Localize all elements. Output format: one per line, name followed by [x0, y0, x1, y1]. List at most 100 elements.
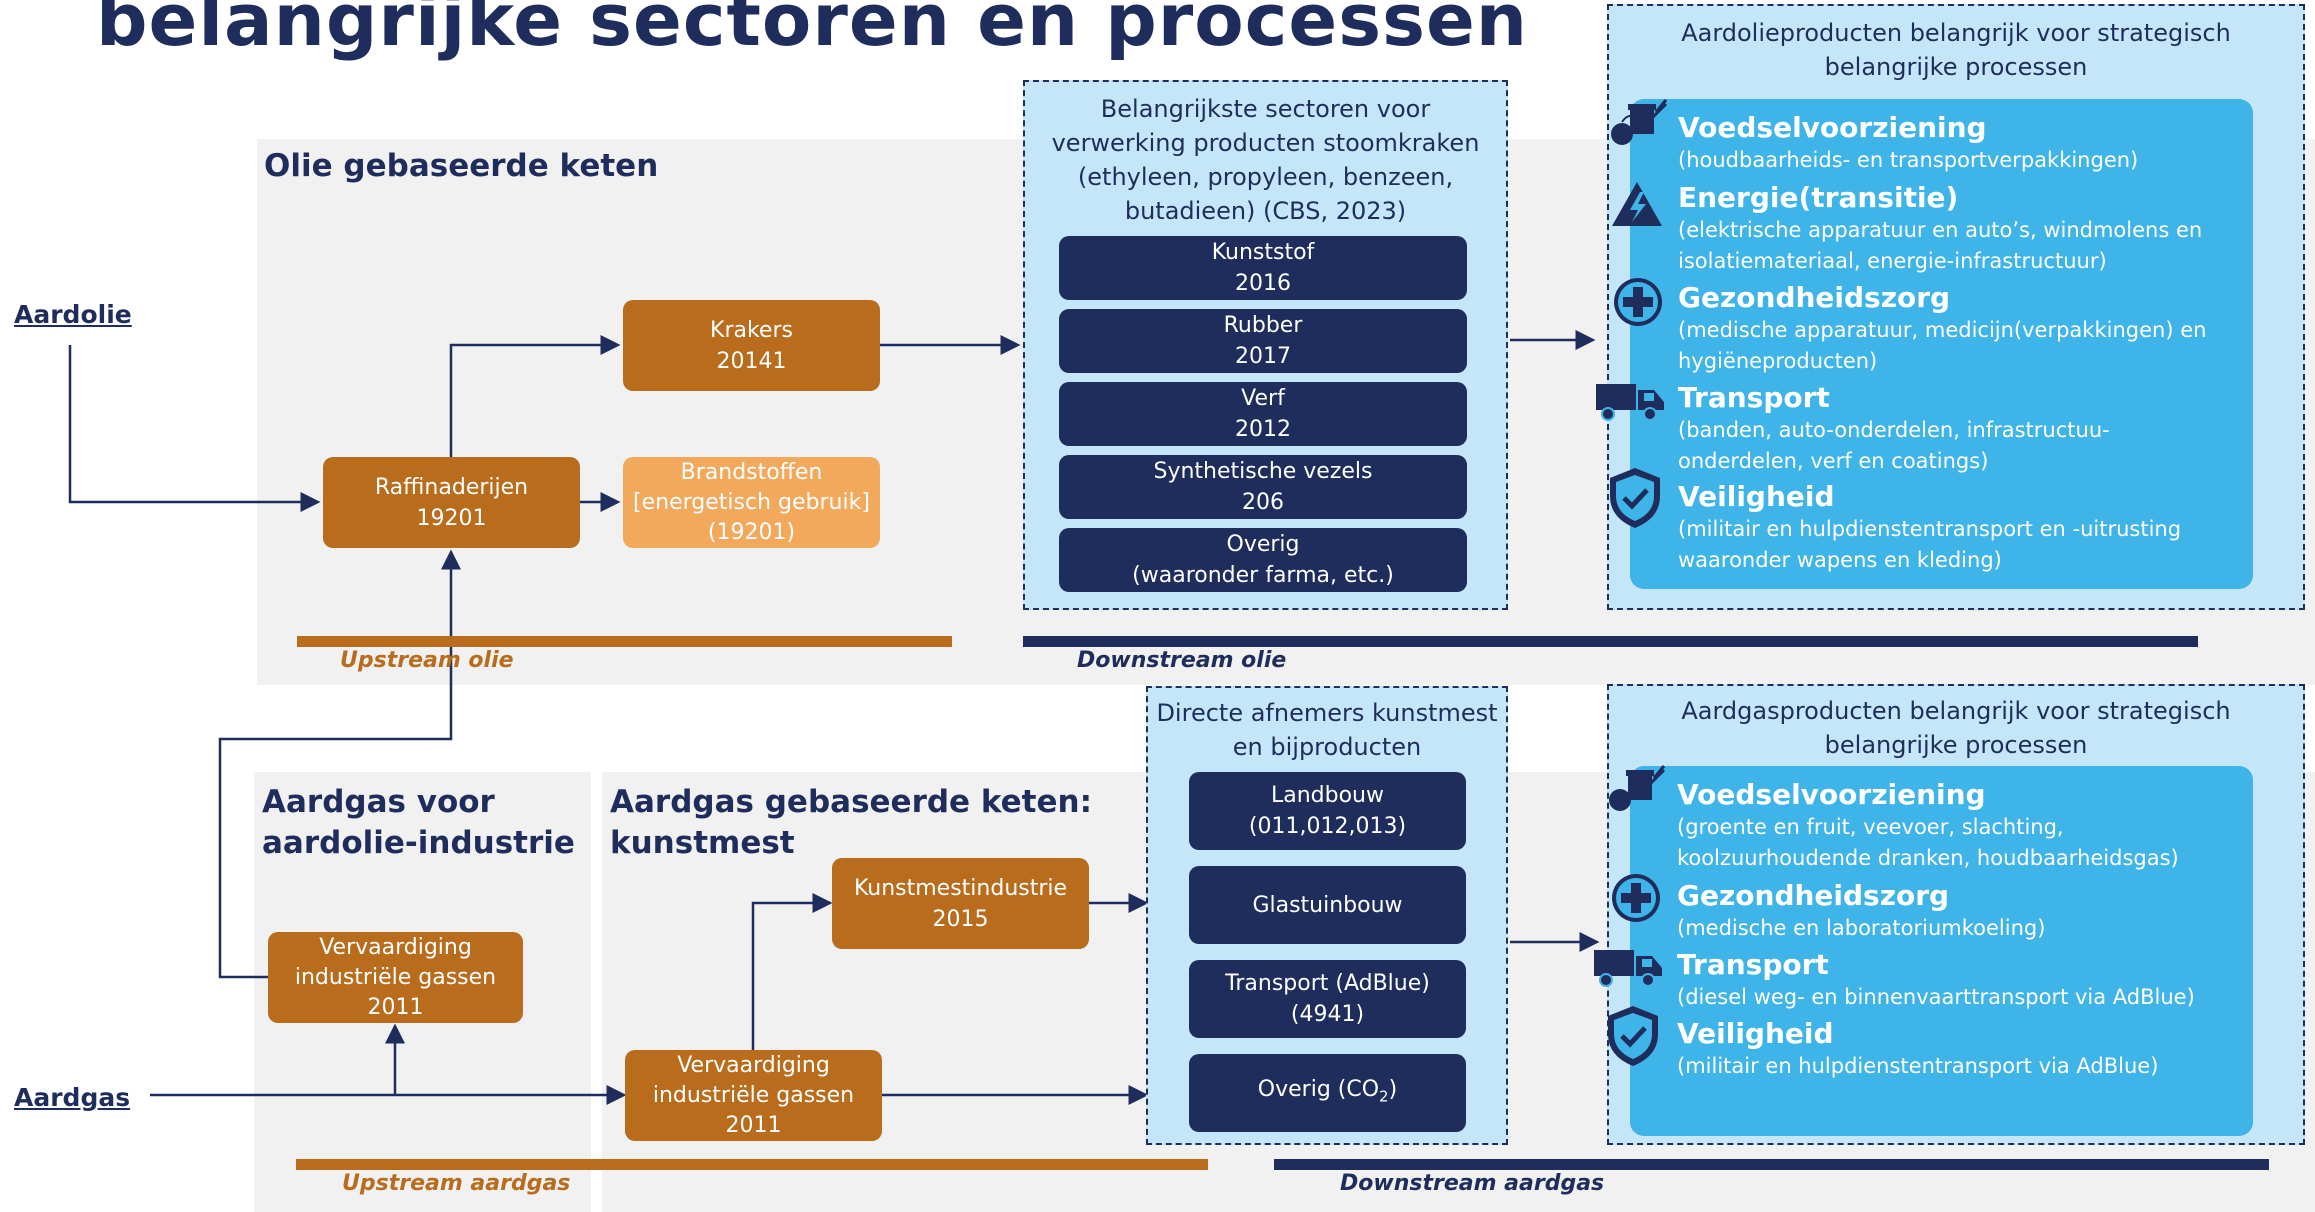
medical-cross-icon [1612, 874, 1660, 922]
aardolie-source-label: Aardolie [14, 300, 132, 329]
sector-item-label: Verf [1241, 386, 1285, 411]
sectors-title-line: butadieen) (CBS, 2023) [1124, 197, 1407, 225]
oil-category-veiligheid: Veiligheid (militair en hulpdienstentran… [1678, 480, 2248, 576]
buyer-item-code: (4941) [1290, 1002, 1365, 1027]
category-name: Voedselvoorziening [1677, 778, 1986, 811]
gas-products-panel [1630, 766, 2253, 1136]
downstream-olie-label: Downstream olie [1077, 648, 1287, 673]
sector-item-verf: Verf 2012 [1059, 382, 1467, 446]
upstream-aardgas-label: Upstream aardgas [342, 1171, 571, 1196]
gas-products-title: Aardgasproducten belangrijk voor strateg… [1609, 694, 2303, 762]
category-desc: (medische apparatuur, medicijn(verpakkin… [1678, 318, 2207, 342]
category-name: Transport [1677, 948, 1829, 981]
category-desc: (medische en laboratoriumkoeling) [1677, 916, 2046, 940]
category-desc: (banden, auto-onderdelen, infrastructuu- [1678, 418, 2110, 442]
truck-icon [1594, 950, 1662, 987]
buyer-item-label-text: Overig (CO [1257, 1076, 1380, 1102]
buyer-item-overig: Overig (CO2) [1189, 1054, 1466, 1132]
sector-item-code: 206 [1242, 490, 1284, 515]
category-name: Energie(transitie) [1678, 181, 1959, 214]
category-desc: (elektrische apparatuur en auto’s, windm… [1678, 218, 2203, 242]
sectors-title-line: Belangrijkste sectoren voor [1100, 95, 1431, 123]
oil-category-voedselvoorziening: Voedselvoorziening (houdbaarheids- en tr… [1678, 111, 2248, 176]
gas-oil-industry-heading: Aardgas voor aardolie-industrie [262, 782, 575, 864]
sector-item-label: Kunststof [1211, 240, 1315, 265]
kunstmest-code: 2015 [932, 906, 989, 932]
brandstoffen-box: Brandstoffen [energetisch gebruik] (1920… [623, 457, 880, 548]
shield-icon [1608, 1006, 1658, 1066]
truck-icon [1596, 384, 1664, 421]
category-name: Gezondheidszorg [1678, 281, 1951, 314]
upstream-aardgas-bar [296, 1159, 1208, 1170]
heading-line: kunstmest [610, 825, 795, 861]
gas-chain-heading: Aardgas gebaseerde keten: kunstmest [610, 782, 1092, 864]
downstream-aardgas-bar [1274, 1159, 2269, 1170]
oil-products-title-line: belangrijke processen [1824, 53, 2088, 81]
gas-products-title-line: belangrijke processen [1824, 731, 2088, 759]
buyer-item-label: Glastuinbouw [1252, 892, 1403, 918]
gas-category-gezondheidszorg: Gezondheidszorg (medische en laboratoriu… [1677, 879, 2247, 944]
sectors-title-line: verwerking producten stoomkraken [1051, 129, 1480, 157]
sector-item-rubber: Rubber 2017 [1059, 309, 1467, 373]
aardgas-source-label: Aardgas [14, 1083, 131, 1112]
sectors-title-line: (ethyleen, propyleen, benzeen, [1077, 163, 1454, 191]
buyers-box-title: Directe afnemers kunstmest en bijproduct… [1148, 696, 1506, 764]
category-desc: (diesel weg- en binnenvaarttransport via… [1677, 985, 2195, 1009]
buyer-item-label: Landbouw [1270, 783, 1384, 808]
krakers-name: Krakers [710, 317, 793, 343]
downstream-aardgas-label: Downstream aardgas [1340, 1171, 1605, 1196]
category-desc: (groente en fruit, veevoer, slachting, [1677, 815, 2064, 839]
category-desc: isolatiemateriaal, energie-infrastructuu… [1678, 249, 2107, 273]
upstream-olie-label: Upstream olie [340, 648, 514, 673]
category-name: Gezondheidszorg [1677, 879, 1950, 912]
buyer-item-transport: Transport (AdBlue) (4941) [1189, 960, 1466, 1038]
kunstmest-box: Kunstmestindustrie 2015 [832, 858, 1089, 949]
lightning-icon [1612, 182, 1662, 226]
krakers-box: Krakers 20141 [623, 300, 880, 391]
sector-item-synthetische-vezels: Synthetische vezels 206 [1059, 455, 1467, 519]
buyer-item-label-tail: ) [1388, 1076, 1398, 1102]
gas-category-transport: Transport (diesel weg- en binnenvaarttra… [1677, 948, 2247, 1013]
gassen-oil-box: Vervaardiging industriële gassen 2011 [268, 932, 523, 1023]
buyer-item-label: Transport (AdBlue) [1225, 971, 1430, 996]
sector-item-code: 2012 [1235, 417, 1291, 442]
category-desc: (houdbaarheids- en transportverpakkingen… [1678, 148, 2139, 172]
sector-item-code: 2017 [1235, 344, 1291, 369]
medical-cross-icon [1614, 278, 1662, 326]
buyer-item-label: Overig (CO2) [1258, 1074, 1397, 1112]
sector-item-kunststof: Kunststof 2016 [1059, 236, 1467, 300]
gassen-label: Vervaardiging [677, 1052, 830, 1078]
category-desc: (militair en hulpdienstentransport en -u… [1678, 517, 2182, 541]
gas-category-veiligheid: Veiligheid (militair en hulpdienstentran… [1677, 1017, 2247, 1082]
category-name: Veiligheid [1677, 1017, 1834, 1050]
buyer-item-code: (011,012,013) [1248, 814, 1407, 839]
arrow-aardolie-raffinaderijen [68, 345, 321, 512]
brandstoffen-name: Brandstoffen [680, 459, 823, 485]
oil-category-transport: Transport (banden, auto-onderdelen, infr… [1678, 381, 2248, 477]
oil-products-title: Aardolieproducten belangrijk voor strate… [1609, 16, 2303, 84]
food-icon [1611, 99, 1668, 145]
gassen-code: 2011 [367, 994, 424, 1020]
oil-category-gezondheidszorg: Gezondheidszorg (medische apparatuur, me… [1678, 281, 2248, 377]
food-icon [1609, 765, 1666, 811]
page-title: belangrijke sectoren en processen [96, 0, 1529, 62]
sector-item-label: Rubber [1223, 313, 1303, 338]
buyer-item-subscript: 2 [1379, 1087, 1389, 1106]
shield-icon [1610, 468, 1660, 528]
arrow-raffinaderijen-krakers [449, 335, 621, 457]
oil-chain-heading: Olie gebaseerde keten [264, 148, 659, 184]
gassen-label: Vervaardiging [319, 934, 472, 960]
raffinaderijen-code: 19201 [416, 505, 487, 531]
krakers-code: 20141 [716, 348, 787, 374]
oil-category-energie: Energie(transitie) (elektrische apparatu… [1678, 181, 2248, 277]
sector-item-code: (waaronder farma, etc.) [1132, 563, 1394, 588]
gassen-code: 2011 [725, 1112, 782, 1138]
heading-line: Aardgas voor [262, 784, 495, 820]
upstream-olie-bar [297, 636, 952, 647]
category-name: Voedselvoorziening [1678, 111, 1987, 144]
raffinaderijen-box: Raffinaderijen 19201 [323, 457, 580, 548]
heading-line: Aardgas gebaseerde keten: [610, 784, 1092, 820]
sector-item-code: 2016 [1235, 271, 1291, 296]
arrow-gases-kunstmest [751, 893, 833, 1050]
